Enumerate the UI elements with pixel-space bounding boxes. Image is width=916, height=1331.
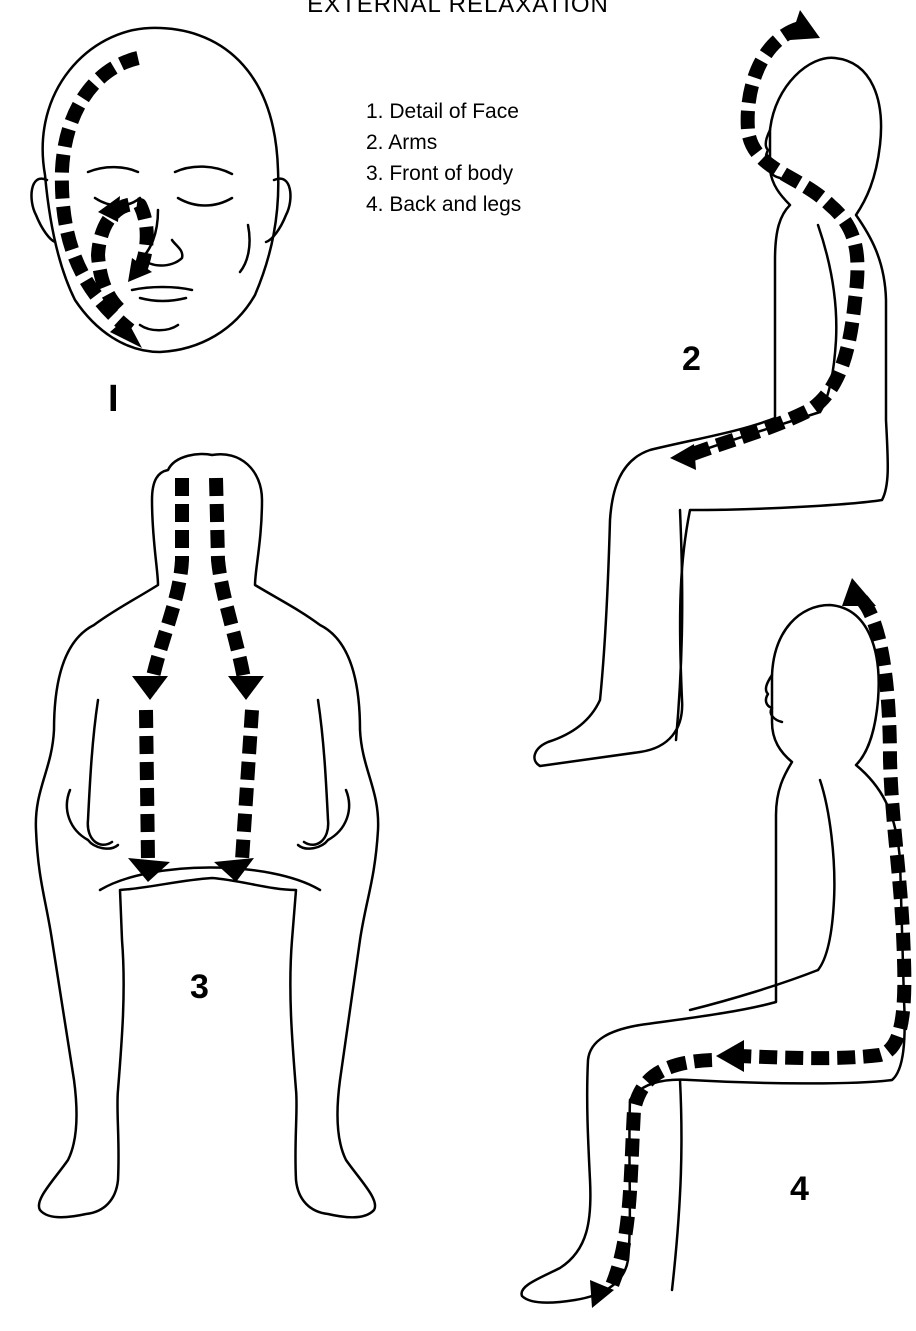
figure-label-arms: 2 — [682, 340, 701, 379]
figure-label-face: I — [108, 378, 119, 421]
left-brow — [88, 167, 138, 172]
chin — [140, 325, 178, 330]
right-brow — [175, 167, 232, 174]
right-arm-inner — [304, 700, 328, 845]
figure-label-front: 3 — [190, 968, 209, 1007]
arms-arrow-path — [690, 28, 857, 455]
arrowhead — [228, 676, 264, 700]
face-inner-arrow-path — [98, 204, 147, 310]
figure-label-back: 4 — [790, 1170, 809, 1209]
front-figure — [36, 454, 378, 1217]
arrowhead — [132, 676, 168, 700]
right-eye — [178, 198, 232, 206]
mouth — [132, 287, 192, 301]
legs-arrow-path — [610, 1060, 712, 1290]
front-arrow-right-path — [216, 478, 246, 690]
chair-leg — [672, 1080, 681, 1290]
arrowhead — [842, 578, 876, 606]
back-figure — [522, 605, 905, 1303]
left-arm-inner — [88, 700, 112, 845]
front-arrow-left-lower-path — [146, 710, 148, 860]
front-arrow-right-lower-path — [242, 710, 252, 860]
arrowhead — [670, 444, 696, 470]
cheek-line — [240, 225, 250, 272]
upper-arm — [818, 780, 834, 970]
arrowhead — [716, 1040, 744, 1072]
seated-body-outline — [534, 58, 887, 766]
profile-face — [766, 675, 782, 722]
forearm — [690, 970, 818, 1010]
arrowhead — [98, 196, 120, 222]
face-figure — [31, 28, 290, 352]
front-arrow-left-path — [150, 478, 182, 690]
left-ear — [31, 179, 55, 242]
arrowhead — [590, 1280, 614, 1308]
seated-body-outline — [522, 605, 905, 1303]
relaxation-arrows — [62, 28, 904, 1290]
arms-figure — [534, 58, 887, 766]
head-outline — [43, 28, 279, 352]
